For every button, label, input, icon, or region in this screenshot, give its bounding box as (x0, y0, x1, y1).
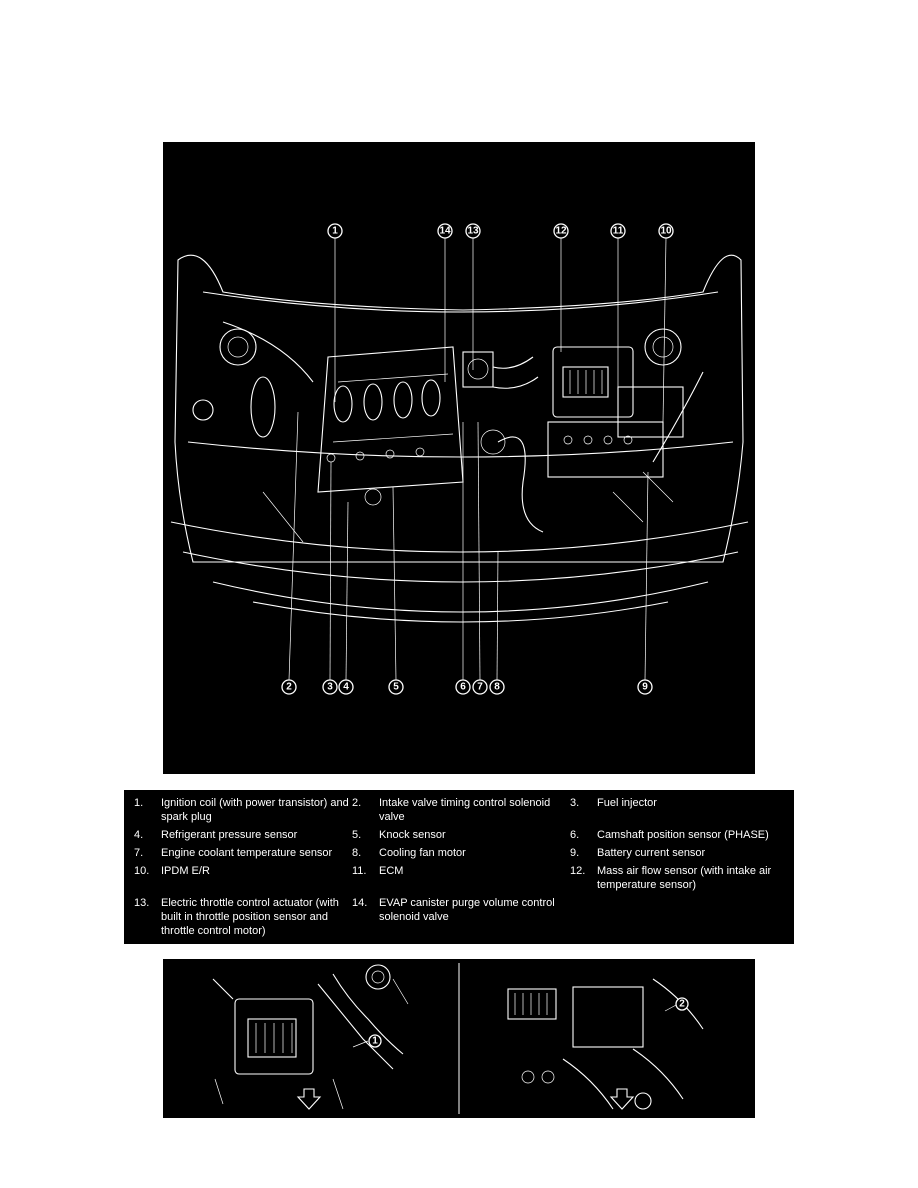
detail-views: 1 2 (163, 959, 755, 1118)
svg-text:11: 11 (613, 226, 624, 237)
callout-11: 11 (610, 223, 626, 239)
svg-text:7: 7 (477, 682, 483, 693)
callout-1: 1 (327, 223, 343, 239)
detail-right: 2 (507, 978, 704, 1110)
callout-13: 13 (465, 223, 481, 239)
svg-text:2: 2 (679, 999, 685, 1010)
svg-text:12: 12 (555, 226, 567, 237)
detail-left: 1 (212, 964, 409, 1110)
callout-5: 5 (388, 679, 404, 695)
engine-compartment-diagram: 1 14 13 12 11 10 2 3 4 5 6 7 8 9 (163, 142, 755, 774)
svg-text:8: 8 (494, 682, 500, 693)
svg-text:5: 5 (393, 682, 399, 693)
detail-callout-1: 1 (368, 1034, 382, 1048)
callout-2: 2 (281, 679, 297, 695)
svg-text:14: 14 (439, 226, 451, 237)
component-legend: 1. Ignition coil (with power transistor)… (124, 790, 794, 944)
svg-text:3: 3 (327, 682, 333, 693)
svg-text:1: 1 (372, 1036, 378, 1047)
callout-6: 6 (455, 679, 471, 695)
svg-text:1: 1 (332, 226, 338, 237)
callout-12: 12 (553, 223, 569, 239)
svg-text:10: 10 (660, 226, 672, 237)
svg-text:9: 9 (642, 682, 648, 693)
callout-7: 7 (472, 679, 488, 695)
callout-3: 3 (322, 679, 338, 695)
callout-8: 8 (489, 679, 505, 695)
callout-10: 10 (658, 223, 674, 239)
detail-line-drawing: 1 2 (212, 963, 704, 1114)
svg-text:6: 6 (460, 682, 466, 693)
svg-text:13: 13 (467, 226, 479, 237)
svg-text:4: 4 (343, 682, 349, 693)
engine-line-drawing: 1 14 13 12 11 10 2 3 4 5 6 7 8 9 (170, 223, 749, 695)
svg-text:2: 2 (286, 682, 292, 693)
callout-9: 9 (637, 679, 653, 695)
callout-4: 4 (338, 679, 354, 695)
detail-callout-2: 2 (675, 997, 689, 1011)
callout-14: 14 (437, 223, 453, 239)
